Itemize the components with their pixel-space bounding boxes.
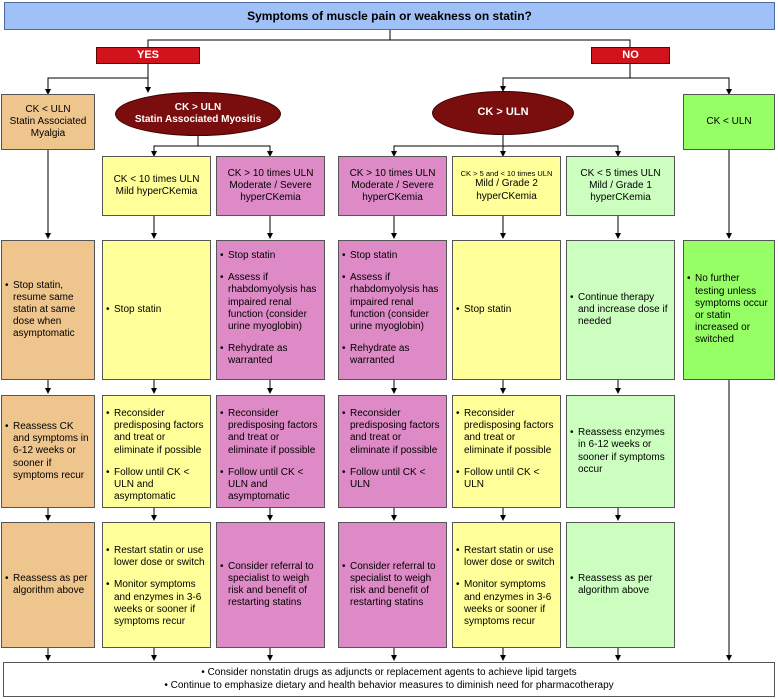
yes-mild-row1: Stop statin bbox=[102, 240, 211, 380]
bullet-item: Monitor symptoms and enzymes in 3-6 week… bbox=[456, 579, 557, 628]
yes-oval-line1: CK > ULN bbox=[174, 102, 222, 113]
head-line: CK > 5 and < 10 times ULN bbox=[460, 169, 553, 179]
no-grade2-row2: Reconsider predisposing factors and trea… bbox=[452, 395, 561, 508]
no-grade2-head: CK > 5 and < 10 times ULN Mild / Grade 2… bbox=[452, 156, 561, 216]
bullet-item: Stop statin bbox=[106, 304, 207, 316]
head-line: Mild hyperCKemia bbox=[115, 186, 198, 197]
yes-severe-row2: Reconsider predisposing factors and trea… bbox=[216, 395, 325, 508]
head-line: CK < 10 times ULN bbox=[113, 173, 200, 185]
bullet-item: Follow until CK < ULN bbox=[342, 467, 443, 491]
head-line: hyperCKemia bbox=[590, 192, 651, 204]
no-severe-row2: Reconsider predisposing factors and trea… bbox=[338, 395, 447, 508]
bullet-item: Reassess as per algorithm above bbox=[5, 573, 91, 597]
head-line: Moderate / Severe bbox=[229, 179, 312, 191]
head-line: CK < ULN bbox=[706, 115, 752, 127]
bullet-item: Rehydrate as warranted bbox=[342, 343, 443, 367]
no-grade1-head: CK < 5 times ULN Mild / Grade 1 hyperCKe… bbox=[566, 156, 675, 216]
head-line: Statin Associated bbox=[9, 115, 87, 127]
head-line: CK < 5 times ULN bbox=[580, 167, 661, 179]
footer-line: • Consider nonstatin drugs as adjuncts o… bbox=[201, 667, 577, 679]
myalgia-row2: Reassess CK and symptoms in 6-12 weeks o… bbox=[1, 395, 95, 508]
no-grade2-row3: Restart statin or use lower dose or swit… bbox=[452, 522, 561, 648]
bullet-item: Consider referral to specialist to weigh… bbox=[220, 561, 321, 610]
footer-text: Continue to emphasize dietary and health… bbox=[170, 679, 614, 691]
no-grade1-row3: Reassess as per algorithm above bbox=[566, 522, 675, 648]
bullet-item: Consider referral to specialist to weigh… bbox=[342, 561, 443, 610]
no-grade1-row1: Continue therapy and increase dose if ne… bbox=[566, 240, 675, 380]
yes-branch-label: YES bbox=[96, 47, 200, 64]
yes-severe-row3: Consider referral to specialist to weigh… bbox=[216, 522, 325, 648]
bullet-item: Assess if rhabdomyolysis has impaired re… bbox=[220, 272, 321, 333]
bullet-item: Stop statin bbox=[456, 304, 557, 316]
yes-oval-line2: Statin Associated Myositis bbox=[134, 114, 262, 125]
no-severe-row3: Consider referral to specialist to weigh… bbox=[338, 522, 447, 648]
head-line: CK > 10 times ULN bbox=[227, 167, 314, 179]
yes-mild-row2: Reconsider predisposing factors and trea… bbox=[102, 395, 211, 508]
myalgia-row1: Stop statin, resume same statin at same … bbox=[1, 240, 95, 380]
bullet-item: Reconsider predisposing factors and trea… bbox=[220, 408, 321, 457]
yes-myositis-oval: CK > ULN Statin Associated Myositis bbox=[115, 92, 281, 136]
head-line: CK < ULN bbox=[25, 103, 71, 115]
bullet-item: Reconsider predisposing factors and trea… bbox=[456, 408, 557, 457]
myalgia-row3: Reassess as per algorithm above bbox=[1, 522, 95, 648]
bullet-item: Continue therapy and increase dose if ne… bbox=[570, 292, 671, 329]
no-severe-row1: Stop statin Assess if rhabdomyolysis has… bbox=[338, 240, 447, 380]
bullet-item: Reassess as per algorithm above bbox=[570, 573, 671, 597]
no-normal-row1: No further testing unless symptoms occur… bbox=[683, 240, 775, 380]
question-title: Symptoms of muscle pain or weakness on s… bbox=[4, 2, 775, 30]
bullet-item: No further testing unless symptoms occur… bbox=[687, 273, 771, 346]
footer-text: Consider nonstatin drugs as adjuncts or … bbox=[207, 667, 577, 679]
bullet-item: Follow until CK < ULN bbox=[456, 467, 557, 491]
myalgia-head: CK < ULN Statin Associated Myalgia bbox=[1, 94, 95, 150]
no-label-text: NO bbox=[622, 48, 639, 61]
no-severe-head: CK > 10 times ULN Moderate / Severe hype… bbox=[338, 156, 447, 216]
bullet-item: Rehydrate as warranted bbox=[220, 343, 321, 367]
bullet-item: Restart statin or use lower dose or swit… bbox=[456, 545, 557, 569]
no-grade2-row1: Stop statin bbox=[452, 240, 561, 380]
bullet-item: Assess if rhabdomyolysis has impaired re… bbox=[342, 272, 443, 333]
head-line: Myalgia bbox=[30, 128, 66, 140]
footer-line: • Continue to emphasize dietary and heal… bbox=[164, 679, 614, 691]
bullet-item: Reconsider predisposing factors and trea… bbox=[106, 408, 207, 457]
yes-severe-head: CK > 10 times ULN Moderate / Severe hype… bbox=[216, 156, 325, 216]
bullet-item: Stop statin, resume same statin at same … bbox=[5, 280, 91, 341]
yes-label-text: YES bbox=[136, 48, 159, 61]
bullet-item: Stop statin bbox=[220, 250, 321, 262]
bullet-item: Monitor symptoms and enzymes in 3-6 week… bbox=[106, 579, 207, 628]
bullet-item: Stop statin bbox=[342, 250, 443, 262]
bullet-item: Reassess CK and symptoms in 6-12 weeks o… bbox=[5, 421, 91, 482]
head-line: hyperCKemia bbox=[476, 190, 537, 202]
footer-box: • Consider nonstatin drugs as adjuncts o… bbox=[3, 662, 775, 697]
yes-mild-row3: Restart statin or use lower dose or swit… bbox=[102, 522, 211, 648]
head-line: hyperCKemia bbox=[362, 192, 423, 204]
head-line: CK > 10 times ULN bbox=[349, 167, 436, 179]
bullet-item: Reconsider predisposing factors and trea… bbox=[342, 408, 443, 457]
no-grade1-row2: Reassess enzymes in 6-12 weeks or sooner… bbox=[566, 395, 675, 508]
bullet-item: Reassess enzymes in 6-12 weeks or sooner… bbox=[570, 427, 671, 476]
head-line: Moderate / Severe bbox=[351, 179, 434, 191]
question-title-text: Symptoms of muscle pain or weakness on s… bbox=[247, 8, 532, 23]
yes-severe-row1: Stop statin Assess if rhabdomyolysis has… bbox=[216, 240, 325, 380]
head-line: Mild / Grade 1 bbox=[589, 179, 652, 191]
yes-mild-head: CK < 10 times ULN Mild hyperCKemia bbox=[102, 156, 211, 216]
head-line: Mild / Grade 2 bbox=[475, 178, 538, 190]
no-oval-line1: CK > ULN bbox=[477, 106, 529, 119]
bullet-item: Restart statin or use lower dose or swit… bbox=[106, 545, 207, 569]
no-normal-head: CK < ULN bbox=[683, 94, 775, 150]
bullet-item: Follow until CK < ULN and asymptomatic bbox=[220, 467, 321, 504]
bullet-item: Follow until CK < ULN and asymptomatic bbox=[106, 467, 207, 504]
no-ck-high-oval: CK > ULN bbox=[432, 91, 574, 135]
no-branch-label: NO bbox=[591, 47, 670, 64]
head-line: hyperCKemia bbox=[240, 192, 301, 204]
